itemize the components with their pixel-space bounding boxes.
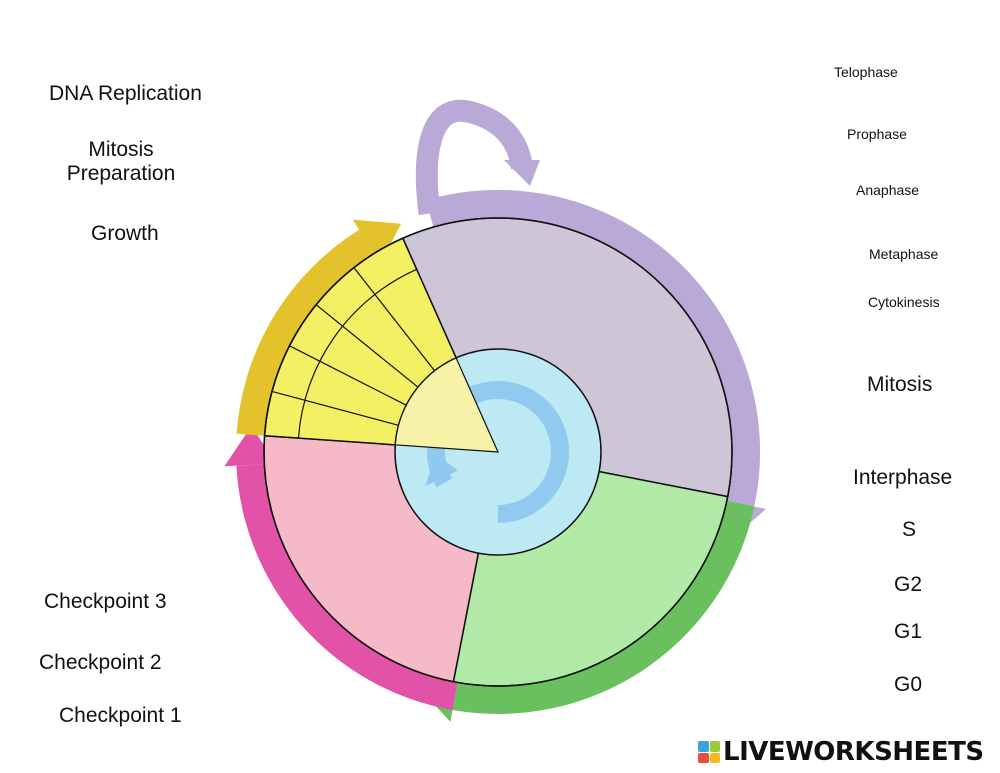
term-s[interactable]: S bbox=[902, 518, 917, 541]
mitosis-loop-arrow bbox=[415, 99, 533, 216]
mitosis-arrow-band bbox=[425, 189, 761, 507]
term-mitosis-preparation[interactable]: Mitosis Preparation bbox=[56, 138, 186, 186]
disc-outline bbox=[263, 217, 733, 687]
g2-arrow-band bbox=[236, 229, 374, 436]
term-g2[interactable]: G2 bbox=[894, 573, 923, 596]
mitosis-inner-wedge bbox=[263, 237, 418, 439]
brand-text: LIVEWORKSHEETS bbox=[723, 737, 984, 767]
liveworksheets-brand: LIVEWORKSHEETS bbox=[698, 736, 984, 768]
term-prophase[interactable]: Prophase bbox=[847, 126, 907, 142]
term-telophase[interactable]: Telophase bbox=[834, 64, 898, 80]
g1-arrow-band bbox=[452, 500, 755, 714]
mitosis-phase-dividers bbox=[271, 267, 436, 426]
mitosis-phase-divider bbox=[289, 345, 407, 406]
term-checkpoint-3[interactable]: Checkpoint 3 bbox=[44, 590, 167, 613]
term-cytokinesis[interactable]: Cytokinesis bbox=[868, 294, 940, 310]
term-mitosis[interactable]: Mitosis bbox=[867, 373, 933, 396]
mitosis-center-wedge bbox=[394, 357, 499, 453]
term-checkpoint-1[interactable]: Checkpoint 1 bbox=[59, 704, 182, 727]
term-g0[interactable]: G0 bbox=[894, 673, 923, 696]
mitosis-phase-divider bbox=[271, 390, 399, 426]
term-metaphase[interactable]: Metaphase bbox=[869, 246, 939, 262]
term-anaphase[interactable]: Anaphase bbox=[856, 182, 920, 198]
term-checkpoint-2[interactable]: Checkpoint 2 bbox=[39, 651, 162, 674]
term-growth[interactable]: Growth bbox=[91, 222, 159, 245]
term-mitosis-preparation-line1: Mitosis bbox=[88, 138, 154, 161]
mitosis-loop-arrowhead bbox=[504, 160, 540, 186]
term-interphase[interactable]: Interphase bbox=[853, 466, 953, 489]
mitosis-phase-divider bbox=[315, 304, 419, 388]
liveworksheets-logo-icon bbox=[698, 741, 720, 763]
center-cycle-arrowhead bbox=[425, 454, 459, 486]
term-dna-replication[interactable]: DNA Replication bbox=[49, 82, 202, 105]
term-g1[interactable]: G1 bbox=[894, 620, 923, 643]
mitosis-phase-divider bbox=[353, 267, 436, 372]
g2-arrowhead bbox=[352, 219, 402, 264]
term-mitosis-preparation-line2: Preparation bbox=[66, 162, 176, 186]
s-arrow-band bbox=[236, 464, 458, 710]
